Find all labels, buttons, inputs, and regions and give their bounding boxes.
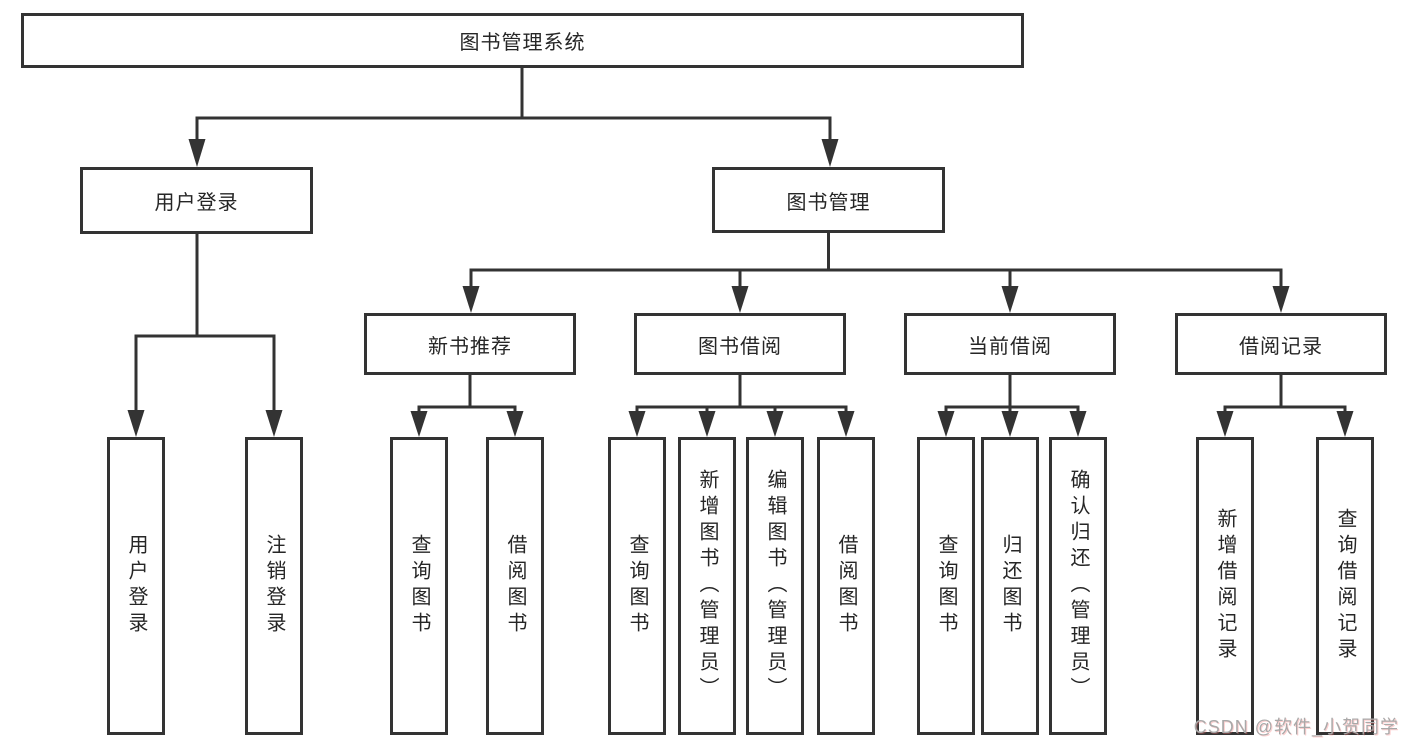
node-new-book-recommendation: 新书推荐 — [364, 313, 576, 375]
node-user-login-group: 用户登录 — [80, 167, 313, 234]
node-add-borrow-record: 新增借阅记录 — [1196, 437, 1254, 735]
node-root-system: 图书管理系统 — [21, 13, 1024, 68]
csdn-watermark: CSDN @软件_小贺同学 — [1193, 717, 1399, 737]
node-user-login: 用户登录 — [107, 437, 165, 735]
node-book-management-group: 图书管理 — [712, 167, 945, 233]
node-query-borrow-record: 查询借阅记录 — [1316, 437, 1374, 735]
arrowhead-icons — [127, 139, 1354, 437]
node-borrow-book: 借阅图书 — [817, 437, 875, 735]
node-return-book: 归还图书 — [981, 437, 1039, 735]
node-edit-book-admin: 编辑图书（管理员） — [746, 437, 804, 735]
node-logout: 注销登录 — [245, 437, 303, 735]
node-borrowing-records: 借阅记录 — [1175, 313, 1387, 375]
node-book-borrowing: 图书借阅 — [634, 313, 846, 375]
node-borrow-books-recommend: 借阅图书 — [486, 437, 544, 735]
node-confirm-return-admin: 确认归还（管理员） — [1049, 437, 1107, 735]
node-add-book-admin: 新增图书（管理员） — [678, 437, 736, 735]
node-query-books-recommend: 查询图书 — [390, 437, 448, 735]
node-query-books-borrow: 查询图书 — [608, 437, 666, 735]
node-query-books-current: 查询图书 — [917, 437, 975, 735]
node-current-borrowing: 当前借阅 — [904, 313, 1116, 375]
